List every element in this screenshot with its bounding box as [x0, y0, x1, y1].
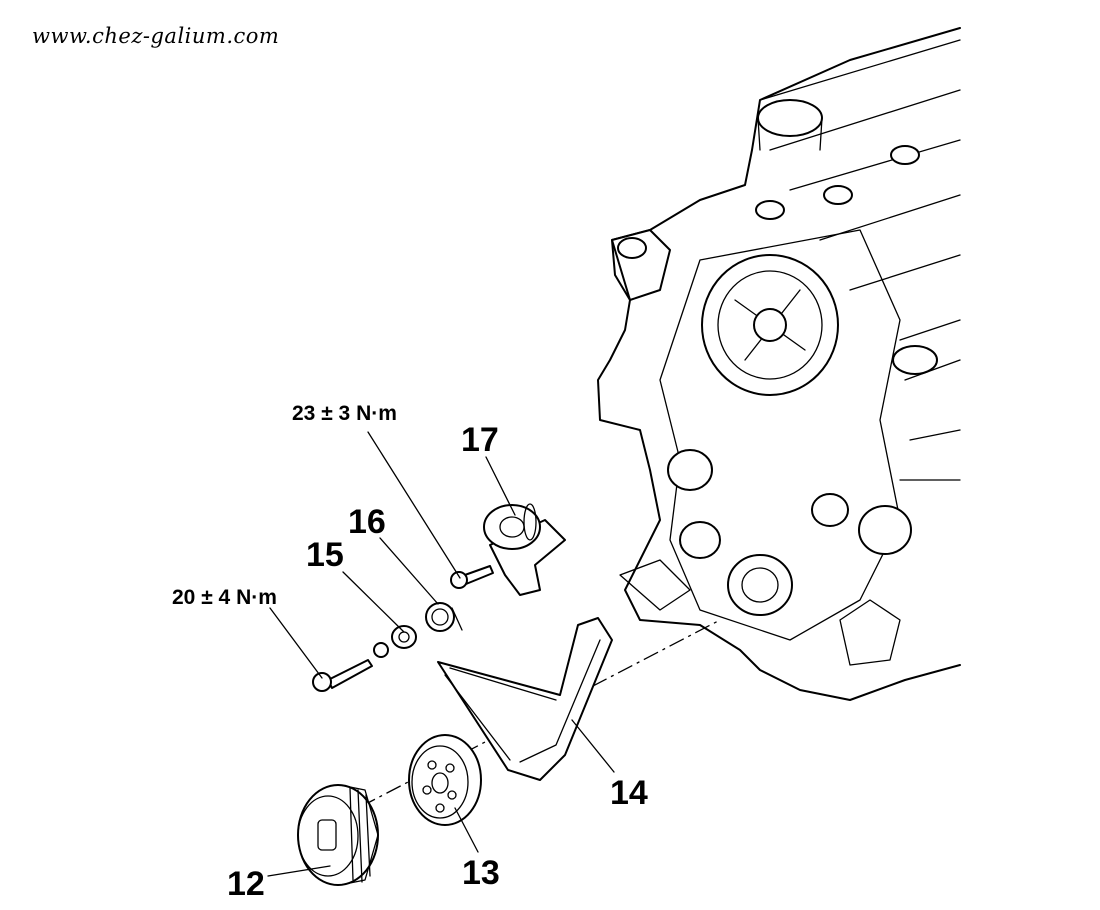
site-watermark: www.chez-galium.com — [32, 24, 280, 48]
tensioner-bolt — [450, 565, 494, 589]
label-17: 17 — [461, 421, 499, 459]
tensioner-spring — [425, 602, 463, 632]
label-13: 13 — [462, 854, 500, 892]
label-16: 16 — [348, 503, 386, 541]
label-15: 15 — [306, 536, 344, 574]
torque-label-upper: 23 ± 3 N·m — [292, 402, 397, 425]
spacer-and-washer — [373, 625, 417, 658]
timing-belt — [437, 617, 613, 781]
crankshaft-sprocket — [297, 784, 379, 886]
label-12: 12 — [227, 865, 265, 903]
torque-label-lower: 20 ± 4 N·m — [172, 586, 277, 609]
tensioner-pulley — [483, 503, 566, 596]
engine-block — [597, 27, 961, 701]
tensioner-pivot-bolt — [312, 659, 373, 692]
crankshaft-flange — [408, 734, 482, 826]
leader-lines — [267, 431, 615, 877]
label-14: 14 — [610, 774, 648, 812]
